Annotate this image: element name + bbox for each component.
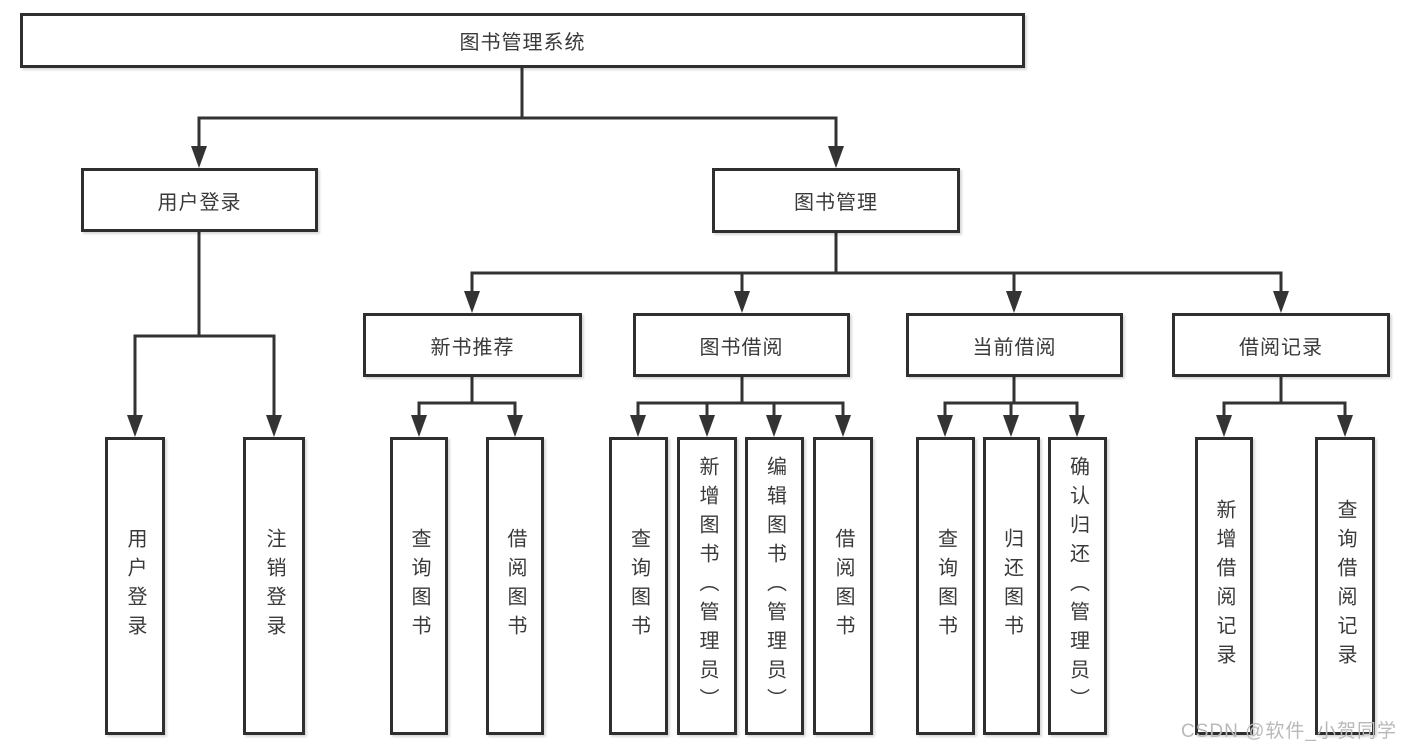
connector-book-borrowing-children [630, 376, 851, 437]
leaf-borrow-books-recommend: 借阅图书 [486, 437, 544, 735]
node-book-borrowing-label: 图书借阅 [699, 336, 784, 359]
leaf-query-books-recommend: 查询图书 [390, 437, 448, 735]
leaf-confirm-return-admin-label: 确认归还（管理员） [1066, 455, 1089, 717]
leaf-logout-action: 注销登录 [243, 437, 305, 735]
leaf-query-books-current-label: 查询图书 [934, 528, 957, 644]
leaf-user-login-action-label: 用户登录 [124, 528, 146, 644]
node-current-borrowing: 当前借阅 [906, 313, 1123, 377]
node-current-borrowing-label: 当前借阅 [972, 336, 1057, 359]
leaf-query-books-current: 查询图书 [916, 437, 975, 735]
node-root-label: 图书管理系统 [459, 32, 586, 54]
leaf-edit-books-admin-label: 编辑图书（管理员） [763, 455, 786, 717]
connector-root-to-level2 [191, 66, 844, 168]
leaf-add-borrow-record-label: 新增借阅记录 [1213, 499, 1235, 673]
leaf-logout-action-label: 注销登录 [263, 528, 285, 644]
leaf-return-books: 归还图书 [983, 437, 1040, 735]
node-book-management-label: 图书管理 [794, 192, 878, 214]
leaf-add-books-admin: 新增图书（管理员） [677, 437, 737, 735]
connector-user-login-children [127, 231, 282, 437]
node-root: 图书管理系统 [20, 13, 1025, 68]
node-book-borrowing: 图书借阅 [633, 313, 850, 377]
node-book-management: 图书管理 [712, 168, 960, 233]
node-new-book-recommend-label: 新书推荐 [430, 336, 515, 359]
connector-new-book-recommend-children [411, 376, 523, 437]
connector-current-borrowing-children [937, 376, 1085, 437]
leaf-return-books-label: 归还图书 [1000, 528, 1023, 644]
leaf-query-books-borrowing: 查询图书 [609, 437, 668, 735]
node-borrowing-records-label: 借阅记录 [1239, 336, 1323, 359]
leaf-query-books-borrowing-label: 查询图书 [627, 528, 650, 644]
leaf-confirm-return-admin: 确认归还（管理员） [1048, 437, 1107, 735]
node-new-book-recommend: 新书推荐 [363, 313, 582, 377]
leaf-user-login-action: 用户登录 [105, 437, 165, 735]
connector-borrowing-records-children [1216, 376, 1353, 437]
leaf-query-borrow-record-label: 查询借阅记录 [1334, 499, 1356, 673]
csdn-watermark: CSDN @软件_小贺同学 [1181, 721, 1397, 742]
leaf-add-borrow-record: 新增借阅记录 [1195, 437, 1253, 735]
node-borrowing-records: 借阅记录 [1172, 313, 1390, 377]
leaf-borrow-books-recommend-label: 借阅图书 [504, 528, 526, 644]
leaf-borrow-books-label: 借阅图书 [832, 528, 854, 644]
leaf-edit-books-admin: 编辑图书（管理员） [745, 437, 804, 735]
leaf-borrow-books: 借阅图书 [813, 437, 873, 735]
node-user-login: 用户登录 [81, 168, 318, 232]
leaf-add-books-admin-label: 新增图书（管理员） [696, 455, 718, 717]
connector-book-management-children [464, 232, 1289, 313]
node-user-login-label: 用户登录 [157, 191, 242, 214]
leaf-query-borrow-record: 查询借阅记录 [1315, 437, 1375, 735]
leaf-query-books-recommend-label: 查询图书 [408, 528, 430, 644]
